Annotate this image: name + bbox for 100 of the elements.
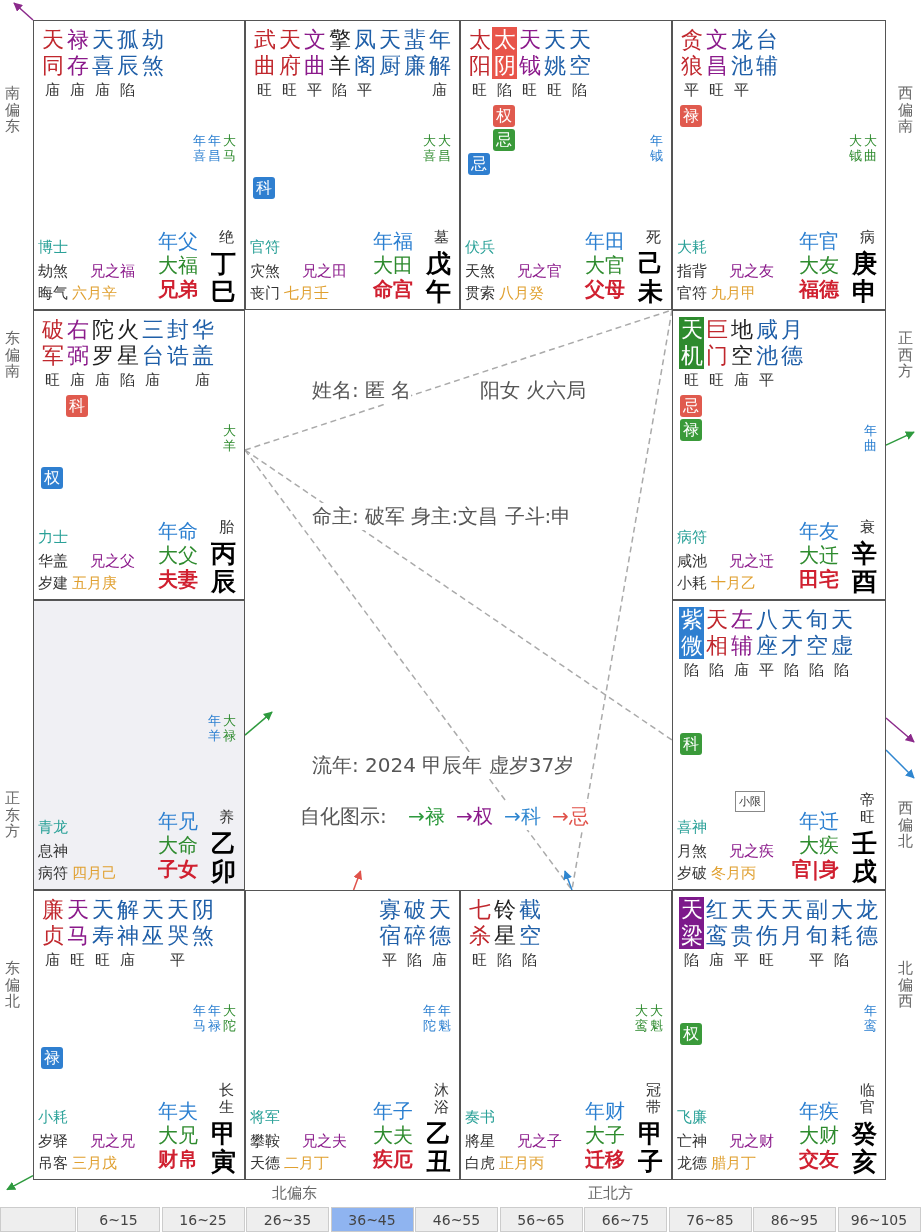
deity-label: 天煞 [465, 262, 495, 281]
star-name: 台辅 [754, 27, 779, 79]
age-range-tab: 76~85 [668, 1207, 752, 1232]
star-name: 天空 [567, 27, 592, 79]
star-name: 太阳 [467, 27, 492, 79]
arrow [6, 1174, 34, 1191]
deity-label: 大耗 [677, 238, 707, 257]
deity-label: 病符 [677, 528, 707, 547]
decade-palace-label: 大友 [799, 252, 839, 279]
star-name: 封诰 [165, 317, 190, 369]
age-range-tab: 66~75 [584, 1207, 667, 1232]
brightness-row: 旺庙庙陷庙 庙 [45, 371, 220, 390]
sihua-badge: 权 [493, 105, 515, 127]
minor-star-label: 大曲 [863, 133, 877, 163]
star-name: 劫煞 [140, 27, 165, 79]
palace-name: 夫妻 [158, 566, 198, 593]
star-name: 截空 [517, 897, 542, 949]
direction-label: 东偏南 [5, 330, 20, 380]
deity-label: 华盖 [38, 552, 68, 571]
minor-star-label: 大钺 [848, 133, 862, 163]
direction-label: 西偏北 [898, 800, 913, 850]
star-name: 太阴 [492, 27, 517, 79]
minor-star-label: 年钺 [649, 133, 663, 163]
deity-label: 攀鞍 [250, 1132, 280, 1151]
month-label: 正月丙 [499, 1154, 544, 1173]
sihua-badge: 忌 [680, 395, 702, 417]
star-name: 左辅 [729, 607, 754, 659]
year-palace-label: 年兄 [158, 808, 198, 835]
star-name: 火星 [115, 317, 140, 369]
palace-relation-label: 兄之兄 [90, 1132, 135, 1151]
stem-branch-label: 甲子 [638, 1120, 663, 1175]
minor-star-label: 年昌 [207, 133, 221, 163]
stem-branch-label: 己未 [638, 250, 663, 305]
star-name: 天哭 [165, 897, 190, 949]
year-palace-label: 年财 [585, 1098, 625, 1125]
age-range-tab: 26~35 [246, 1207, 329, 1232]
palace-cell [460, 20, 672, 310]
star-name: 寡宿 [377, 897, 402, 949]
deity-label: 岁破 [677, 864, 707, 883]
year-palace-label: 年命 [158, 518, 198, 545]
star-name: 凤阁 [352, 27, 377, 79]
year-palace-label: 年子 [373, 1098, 413, 1125]
star-name: 武曲 [252, 27, 277, 79]
info-text: 姓名: 匿 名 [312, 377, 412, 404]
deity-label: 喜神 [677, 818, 707, 837]
star-name: 华盖 [190, 317, 215, 369]
star-name: 文曲 [302, 27, 327, 79]
star-name: 天伤 [754, 897, 779, 949]
stem-branch-label: 甲寅 [211, 1120, 236, 1175]
deity-label: 小耗 [677, 574, 707, 593]
brightness-row: 陷陷庙平陷陷陷 [684, 661, 859, 680]
palace-relation-label: 兄之夫 [302, 1132, 347, 1151]
deity-label: 贯索 [465, 284, 495, 303]
growth-stage-label: 养 [219, 808, 234, 825]
growth-stage-label: 死 [646, 228, 661, 245]
palace-relation-label: 兄之迁 [729, 552, 774, 571]
age-range-tab: 16~25 [161, 1207, 245, 1232]
year-palace-label: 年福 [373, 228, 413, 255]
sihua-badge: 权 [41, 467, 63, 489]
decade-palace-label: 大官 [585, 252, 625, 279]
brightness-row: 陷庙平旺 平陷 [684, 951, 859, 970]
palace-relation-label: 兄之田 [302, 262, 347, 281]
key-text: →忌 [552, 803, 589, 830]
star-name: 咸池 [754, 317, 779, 369]
age-range-tab: 86~95 [753, 1207, 836, 1232]
star-name: 天梁 [679, 897, 704, 949]
palace-name: 父母 [585, 276, 625, 303]
deity-label: 伏兵 [465, 238, 495, 257]
star-name: 龙德 [854, 897, 879, 949]
palace-relation-label: 兄之父 [90, 552, 135, 571]
palace-name: 田宅 [799, 566, 839, 593]
direction-label: 正北方 [588, 1184, 633, 1203]
deity-label: 官符 [250, 238, 280, 257]
deity-label: 吊客 [38, 1154, 68, 1173]
star-name: 蜚廉 [402, 27, 427, 79]
year-palace-label: 年夫 [158, 1098, 198, 1125]
arrow [244, 711, 273, 736]
arrow [885, 749, 915, 779]
palace-relation-label: 兄之子 [517, 1132, 562, 1151]
star-name: 龙池 [729, 27, 754, 79]
growth-stage-label: 墓 [434, 228, 449, 245]
growth-stage-label: 病 [860, 228, 875, 245]
palace-cell [672, 600, 886, 890]
deity-label: 指背 [677, 262, 707, 281]
star-name: 天喜 [90, 27, 115, 79]
sihua-badge: 忌 [493, 129, 515, 151]
deity-label: 官符 [677, 284, 707, 303]
deity-label: 将军 [250, 1108, 280, 1127]
year-palace-label: 年疾 [799, 1098, 839, 1125]
sihua-badge: 科 [680, 733, 702, 755]
palace-name: 子女 [158, 856, 198, 883]
deity-label: 劫煞 [38, 262, 68, 281]
age-range-tab: 46~55 [415, 1207, 498, 1232]
palace-cell [672, 20, 886, 310]
deity-label: 天德 [250, 1154, 280, 1173]
stem-branch-label: 丙辰 [211, 540, 236, 595]
star-name: 天寿 [90, 897, 115, 949]
palace-cell [33, 890, 245, 1180]
growth-stage-label: 长生 [219, 1082, 234, 1115]
star-name: 文昌 [704, 27, 729, 79]
